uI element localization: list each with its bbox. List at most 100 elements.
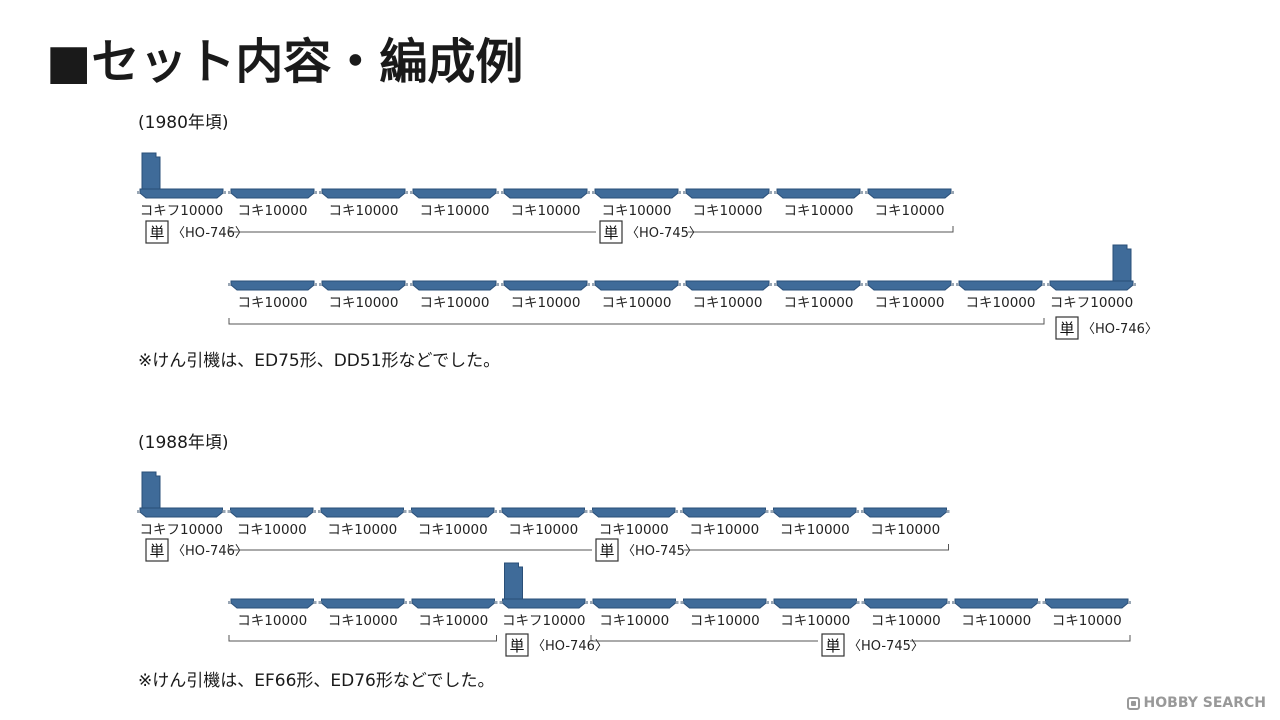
car-label-1-1-0: コキ10000 (237, 613, 307, 629)
hobbysearch-logo-icon (1126, 696, 1140, 710)
set-bracket-1-1-a (228, 635, 497, 642)
car-0-0-8-coupler-a (865, 191, 868, 194)
car-label-1-0-5: コキ10000 (599, 522, 669, 538)
car-label-0-0-2: コキ10000 (329, 203, 399, 219)
car-1-0-0 (139, 507, 223, 518)
set-badge-1-1-0 (505, 633, 529, 657)
set-code-1-0-1: 〈HO-745〉 (622, 544, 698, 559)
car-0-1-2-coupler-b (496, 283, 499, 286)
car-label-0-1-8: コキ10000 (966, 295, 1036, 311)
era-label-1988: (1988年頃) (138, 433, 229, 453)
car-0-1-0-coupler-a (228, 283, 231, 286)
car-0-1-5-coupler-a (683, 283, 686, 286)
car-label-0-1-0: コキ10000 (238, 295, 308, 311)
car-1-1-0 (230, 598, 314, 609)
car-1-1-1-coupler-a (318, 601, 322, 604)
car-1-1-7 (864, 598, 948, 609)
set-badge-1-0-1-text: 単 (599, 542, 614, 560)
car-1-1-1 (321, 598, 405, 609)
car-1-0-3-coupler-b (494, 510, 497, 513)
set-code-0-0-0: 〈HO-746〉 (172, 226, 248, 241)
car-0-1-1 (321, 280, 406, 291)
car-1-0-3 (411, 507, 495, 518)
car-1-1-0-coupler-b (313, 601, 317, 604)
car-0-1-8-coupler-a (956, 283, 959, 286)
car-0-1-5 (685, 280, 770, 291)
car-0-0-8-coupler-b (951, 191, 954, 194)
car-1-1-9-coupler-a (1042, 601, 1046, 604)
car-1-0-5-coupler-b (675, 510, 678, 513)
car-0-1-3-coupler-a (501, 283, 504, 286)
set-badge-1-0-0 (145, 538, 169, 562)
car-0-0-3 (412, 188, 497, 199)
car-1-1-6 (773, 598, 857, 609)
car-label-0-0-7: コキ10000 (784, 203, 854, 219)
car-label-0-1-9: コキフ10000 (1050, 295, 1133, 311)
car-label-1-0-3: コキ10000 (418, 522, 488, 538)
car-1-0-4-coupler-a (499, 510, 502, 513)
car-1-0-4-coupler-b (584, 510, 588, 513)
car-0-1-9 (1049, 280, 1134, 291)
car-1-1-3-coupler-a (499, 601, 503, 604)
car-label-1-0-1: コキ10000 (237, 522, 307, 538)
car-label-0-0-0: コキフ10000 (140, 203, 223, 219)
car-1-1-9 (1045, 598, 1129, 609)
set-badge-0-1-0 (1055, 316, 1079, 340)
car-label-1-0-4: コキ10000 (508, 522, 578, 538)
car-0-1-3 (503, 280, 588, 291)
car-0-0-0-cabin (141, 152, 161, 190)
set-bracket-1-1-b (590, 635, 818, 642)
car-1-1-2-coupler-b (494, 601, 498, 604)
car-0-0-8 (867, 188, 952, 199)
set-bracket-0-1 (228, 318, 1045, 325)
set-badge-0-1-0-text: 単 (1059, 320, 1074, 338)
car-0-1-6-coupler-a (774, 283, 777, 286)
car-1-1-3-cabin (504, 562, 523, 600)
car-1-1-0-coupler-a (228, 601, 231, 604)
car-0-1-8 (958, 280, 1043, 291)
set-bracket-1-0-a (228, 544, 592, 551)
car-0-1-1-coupler-b (405, 283, 408, 286)
car-1-0-5 (592, 507, 676, 518)
car-1-0-0-coupler-b (222, 510, 226, 513)
car-label-0-0-5: コキ10000 (602, 203, 672, 219)
car-1-0-1-coupler-b (313, 510, 316, 513)
car-0-0-7-coupler-a (774, 191, 777, 194)
set-code-0-0-1: 〈HO-745〉 (626, 226, 702, 241)
car-label-1-1-1: コキ10000 (328, 613, 398, 629)
car-1-1-4 (592, 598, 676, 609)
car-0-1-4-coupler-a (592, 283, 595, 286)
car-1-1-1-coupler-b (404, 601, 407, 604)
car-label-0-0-1: コキ10000 (238, 203, 308, 219)
era-label-1980: (1980年頃) (138, 113, 229, 133)
car-0-1-6-coupler-b (860, 283, 863, 286)
set-badge-1-1-0-text: 単 (509, 637, 524, 655)
car-1-0-7-coupler-b (856, 510, 859, 513)
car-label-0-1-7: コキ10000 (875, 295, 945, 311)
car-1-0-2-coupler-b (403, 510, 407, 513)
car-1-1-5-coupler-a (680, 601, 684, 604)
car-1-1-3 (502, 598, 586, 609)
set-badge-1-1-1-text: 単 (825, 637, 840, 655)
set-badge-0-0-1-text: 単 (603, 224, 618, 242)
car-0-0-5-coupler-a (592, 191, 595, 194)
car-1-0-6 (682, 507, 766, 518)
car-label-1-0-2: コキ10000 (327, 522, 397, 538)
car-1-0-0-cabin (141, 471, 161, 509)
car-0-0-0-coupler-b (223, 191, 226, 194)
car-0-0-1 (230, 188, 315, 199)
car-0-1-9-coupler-b (1133, 283, 1136, 286)
note-1980: ※けん引機は、ED75形、DD51形などでした。 (138, 351, 501, 371)
car-label-1-1-7: コキ10000 (871, 613, 941, 629)
car-label-0-1-1: コキ10000 (329, 295, 399, 311)
car-0-0-7 (776, 188, 861, 199)
car-0-0-0 (139, 188, 224, 199)
set-code-1-1-1: 〈HO-745〉 (848, 639, 924, 654)
car-1-0-6-coupler-a (680, 510, 683, 513)
car-0-1-0-coupler-b (314, 283, 317, 286)
car-0-0-4-coupler-a (501, 191, 504, 194)
car-label-0-1-3: コキ10000 (511, 295, 581, 311)
car-1-1-6-coupler-b (856, 601, 860, 604)
car-1-1-7-coupler-a (861, 601, 865, 604)
